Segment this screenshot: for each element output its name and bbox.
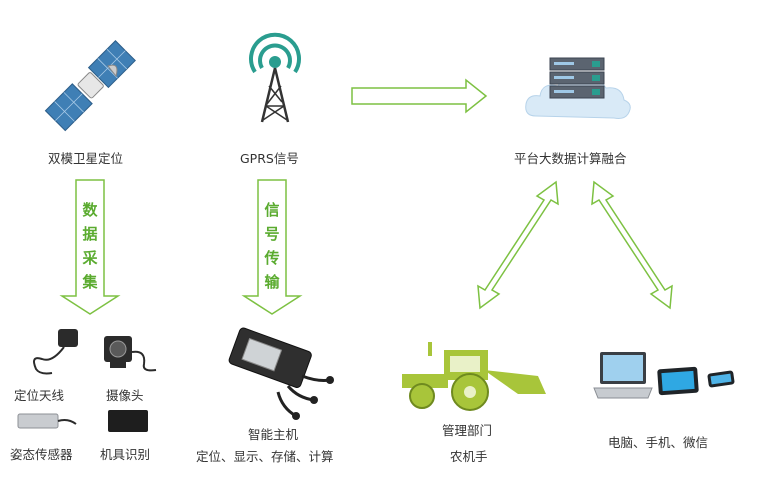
phone-icon xyxy=(707,370,735,388)
transmit-char: 传 xyxy=(264,249,280,267)
mgmt-label: 管理部门 xyxy=(442,423,493,438)
collect-char: 采 xyxy=(82,249,98,267)
double-arrow-left-icon xyxy=(477,180,559,310)
arrow-right-icon xyxy=(351,78,488,114)
antenna-label: 定位天线 xyxy=(14,388,65,403)
tractor-icon xyxy=(402,342,546,411)
server-cloud-icon xyxy=(525,57,631,119)
laptop-icon xyxy=(593,352,653,399)
machine-id-label: 机具识别 xyxy=(100,447,151,462)
attitude-sensor-icon xyxy=(17,413,77,429)
gps-antenna-icon xyxy=(33,329,78,375)
machine-id-icon xyxy=(108,410,148,432)
attitude-label: 姿态传感器 xyxy=(10,447,73,462)
platform-label: 平台大数据计算融合 xyxy=(514,151,627,166)
arrow-down-transmit-icon xyxy=(241,179,303,315)
satellite-icon xyxy=(44,40,136,132)
arrow-down-collect-icon xyxy=(59,179,121,315)
transmit-text: 信 号 传 输 xyxy=(259,198,285,294)
host-sub-label: 定位、显示、存储、计算 xyxy=(196,449,334,464)
satellite-label: 双模卫星定位 xyxy=(48,151,124,166)
collect-char: 集 xyxy=(82,273,98,291)
host-label: 智能主机 xyxy=(248,427,299,442)
devices-label: 电脑、手机、微信 xyxy=(608,435,709,450)
gprs-label: GPRS信号 xyxy=(240,151,299,166)
transmit-char: 号 xyxy=(264,225,280,243)
camera-label: 摄像头 xyxy=(106,388,144,403)
tablet-icon xyxy=(657,366,699,396)
collect-char: 据 xyxy=(82,225,98,243)
transmit-char: 信 xyxy=(264,201,280,219)
collect-text: 数 据 采 集 xyxy=(77,198,103,294)
smart-host-icon xyxy=(228,327,334,420)
collect-char: 数 xyxy=(82,201,98,219)
transmit-char: 输 xyxy=(264,273,280,291)
camera-icon xyxy=(104,336,157,372)
signal-tower-icon xyxy=(249,32,301,123)
double-arrow-right-icon xyxy=(591,180,673,310)
farmer-label: 农机手 xyxy=(450,449,488,464)
